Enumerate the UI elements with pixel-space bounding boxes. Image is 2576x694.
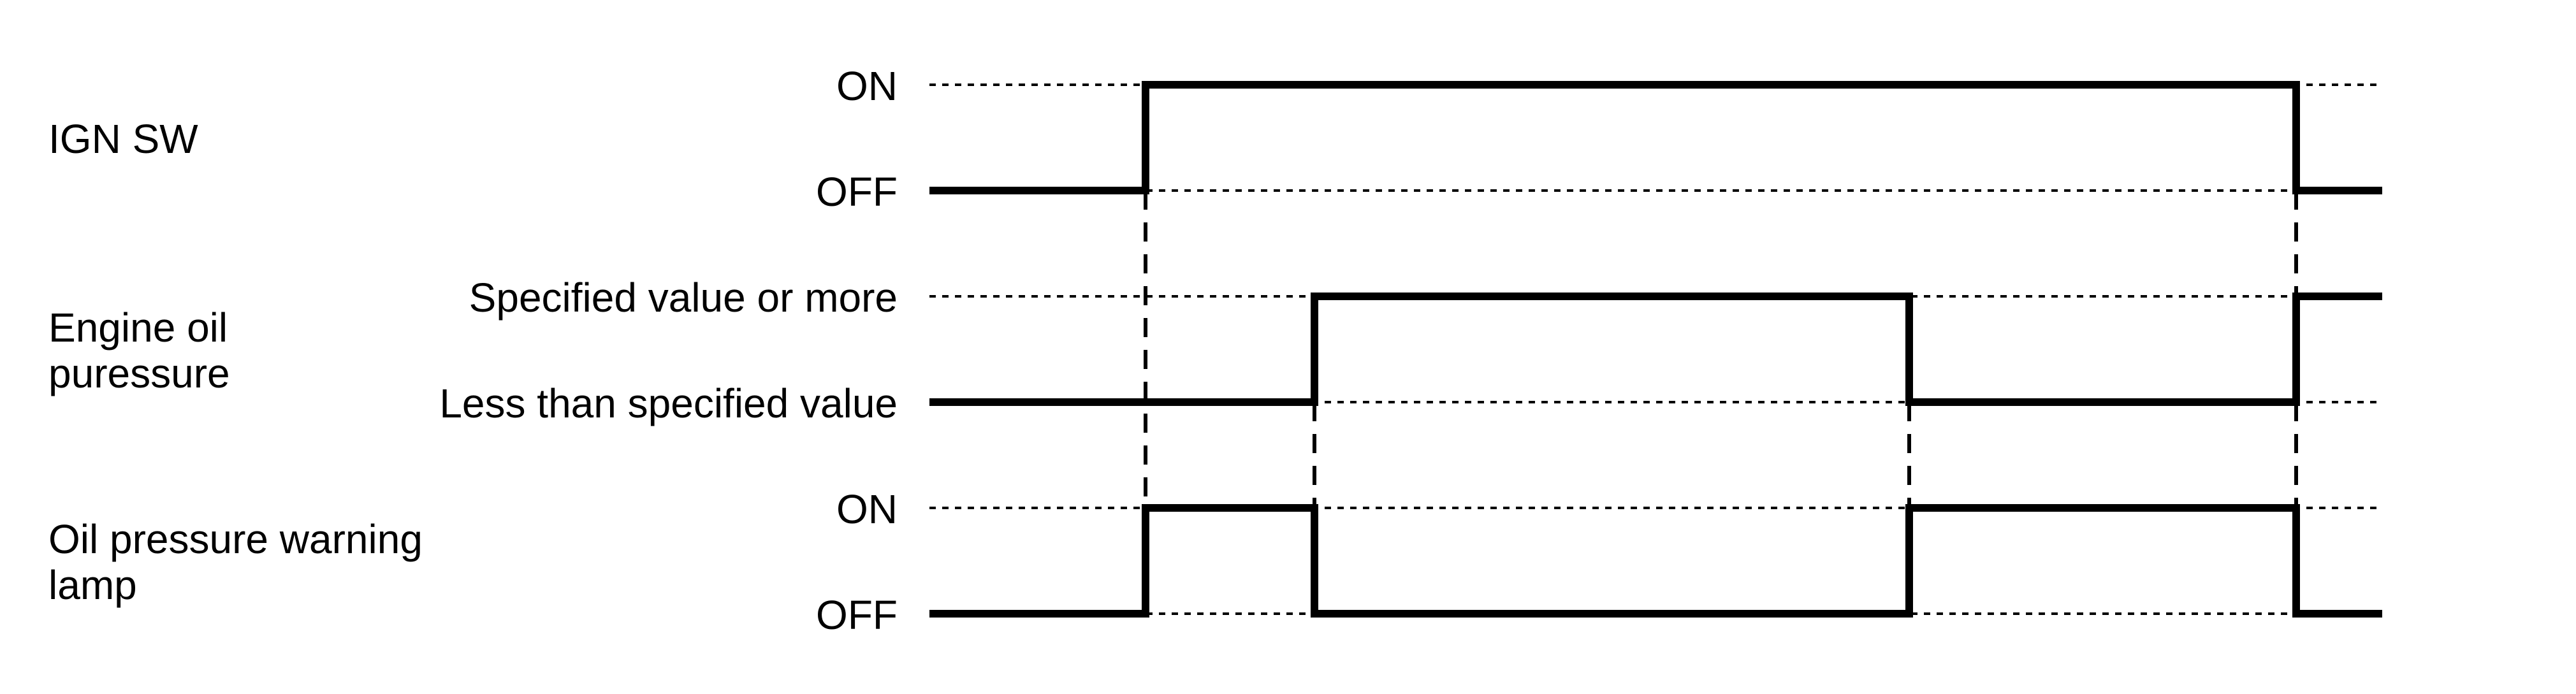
waveform-ign-sw	[929, 81, 2382, 194]
signal-label-warning-lamp-line2: lamp	[48, 562, 137, 608]
signal-label-engine-oil-line1: Engine oil	[48, 305, 228, 351]
guide-lines-layer	[1144, 191, 2298, 508]
level-label-ign-on: ON	[836, 63, 898, 109]
waveform-layer	[929, 81, 2382, 618]
waveform-engine-oil-pressure	[929, 293, 2382, 406]
signal-label-engine-oil-line2: puressure	[48, 351, 230, 396]
level-label-oil-specified-or-more: Specified value or more	[469, 275, 898, 321]
level-state-labels: ON OFF Specified value or more Less than…	[439, 63, 898, 638]
level-label-oil-less-than-specified: Less than specified value	[439, 380, 898, 426]
signal-label-warning-lamp-line1: Oil pressure warning	[48, 516, 423, 562]
level-label-ign-off: OFF	[816, 169, 898, 215]
signal-label-ign-sw: IGN SW	[48, 116, 198, 162]
level-label-lamp-on: ON	[836, 486, 898, 532]
waveform-oil-pressure-warning-lamp	[929, 504, 2382, 618]
signal-name-labels: IGN SW Engine oil puressure Oil pressure…	[48, 116, 423, 608]
level-label-lamp-off: OFF	[816, 592, 898, 638]
